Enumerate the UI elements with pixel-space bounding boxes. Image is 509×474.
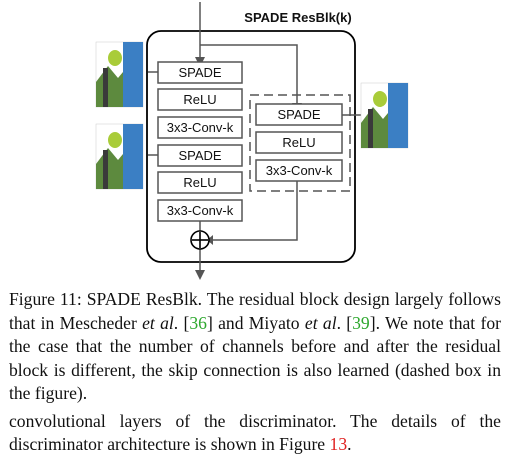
citation-link-36[interactable]: 36 bbox=[189, 312, 207, 333]
main-path: SPADE ReLU 3x3-Conv-k SPADE ReLU 3x3-Con… bbox=[157, 61, 243, 222]
skip-spade-box bbox=[255, 103, 343, 126]
segmentation-map-icon bbox=[95, 41, 144, 108]
skip-spade-label: SPADE bbox=[277, 107, 320, 122]
learned-skip-box bbox=[249, 94, 351, 192]
etal-1: et al bbox=[142, 312, 174, 333]
main-conv-2-box bbox=[157, 199, 243, 222]
caption-text-2: ] and Miyato bbox=[206, 312, 300, 333]
main-spade-1-box bbox=[157, 61, 243, 84]
main-conv-1-label: 3x3-Conv-k bbox=[167, 120, 234, 135]
skip-to-sum-wire bbox=[210, 181, 298, 241]
caption-paragraph: Figure 11: SPADE ResBlk. The residual bl… bbox=[9, 288, 501, 406]
main-spade-1-label: SPADE bbox=[178, 65, 221, 80]
main-relu-2-box bbox=[157, 171, 243, 194]
caption-text-3: ]. We note that for the case that the nu… bbox=[9, 312, 502, 404]
citation-link-39[interactable]: 39 bbox=[352, 312, 370, 333]
main-relu-2-label: ReLU bbox=[183, 175, 216, 190]
sum-node bbox=[190, 230, 210, 250]
main-spade-2-label: SPADE bbox=[178, 148, 221, 163]
etal-2: et al bbox=[304, 312, 337, 333]
skip-relu-box bbox=[255, 131, 343, 154]
main-conv-1-box bbox=[157, 116, 243, 139]
segmentation-map-icon bbox=[95, 123, 144, 190]
segmentation-map-icon bbox=[360, 82, 409, 149]
block-title: SPADE ResBlk(k) bbox=[244, 10, 351, 25]
body-text-end: . bbox=[347, 434, 352, 454]
spade-resblk-diagram: SPADE ResBlk(k) SPADE ReLU 3x3-Conv-k SP… bbox=[95, 2, 409, 280]
skip-path: SPADE ReLU 3x3-Conv-k bbox=[255, 103, 343, 182]
body-paragraph: convolutional layers of the discriminato… bbox=[9, 410, 501, 457]
skip-conv-label: 3x3-Conv-k bbox=[266, 163, 333, 178]
skip-conv-box bbox=[255, 159, 343, 182]
caption-text-1: The residual block design largely follow… bbox=[9, 289, 501, 333]
skip-to-sum-arrowhead bbox=[207, 235, 213, 245]
figure-link-13[interactable]: 13 bbox=[329, 434, 348, 454]
main-relu-1-label: ReLU bbox=[183, 92, 216, 107]
skip-branch-wire bbox=[200, 44, 298, 107]
figure-caption: Figure 11: SPADE ResBlk. The residual bl… bbox=[9, 288, 501, 457]
punct-2: . [ bbox=[336, 312, 353, 333]
skip-relu-label: ReLU bbox=[282, 135, 315, 150]
punct-1: . [ bbox=[173, 312, 190, 333]
body-text: convolutional layers of the discriminato… bbox=[9, 410, 501, 455]
main-relu-1-box bbox=[157, 88, 243, 111]
main-conv-2-label: 3x3-Conv-k bbox=[167, 203, 234, 218]
figure-name: SPADE ResBlk. bbox=[86, 289, 203, 309]
main-spade-2-box bbox=[157, 144, 243, 167]
figure-label: Figure 11: bbox=[9, 289, 82, 309]
